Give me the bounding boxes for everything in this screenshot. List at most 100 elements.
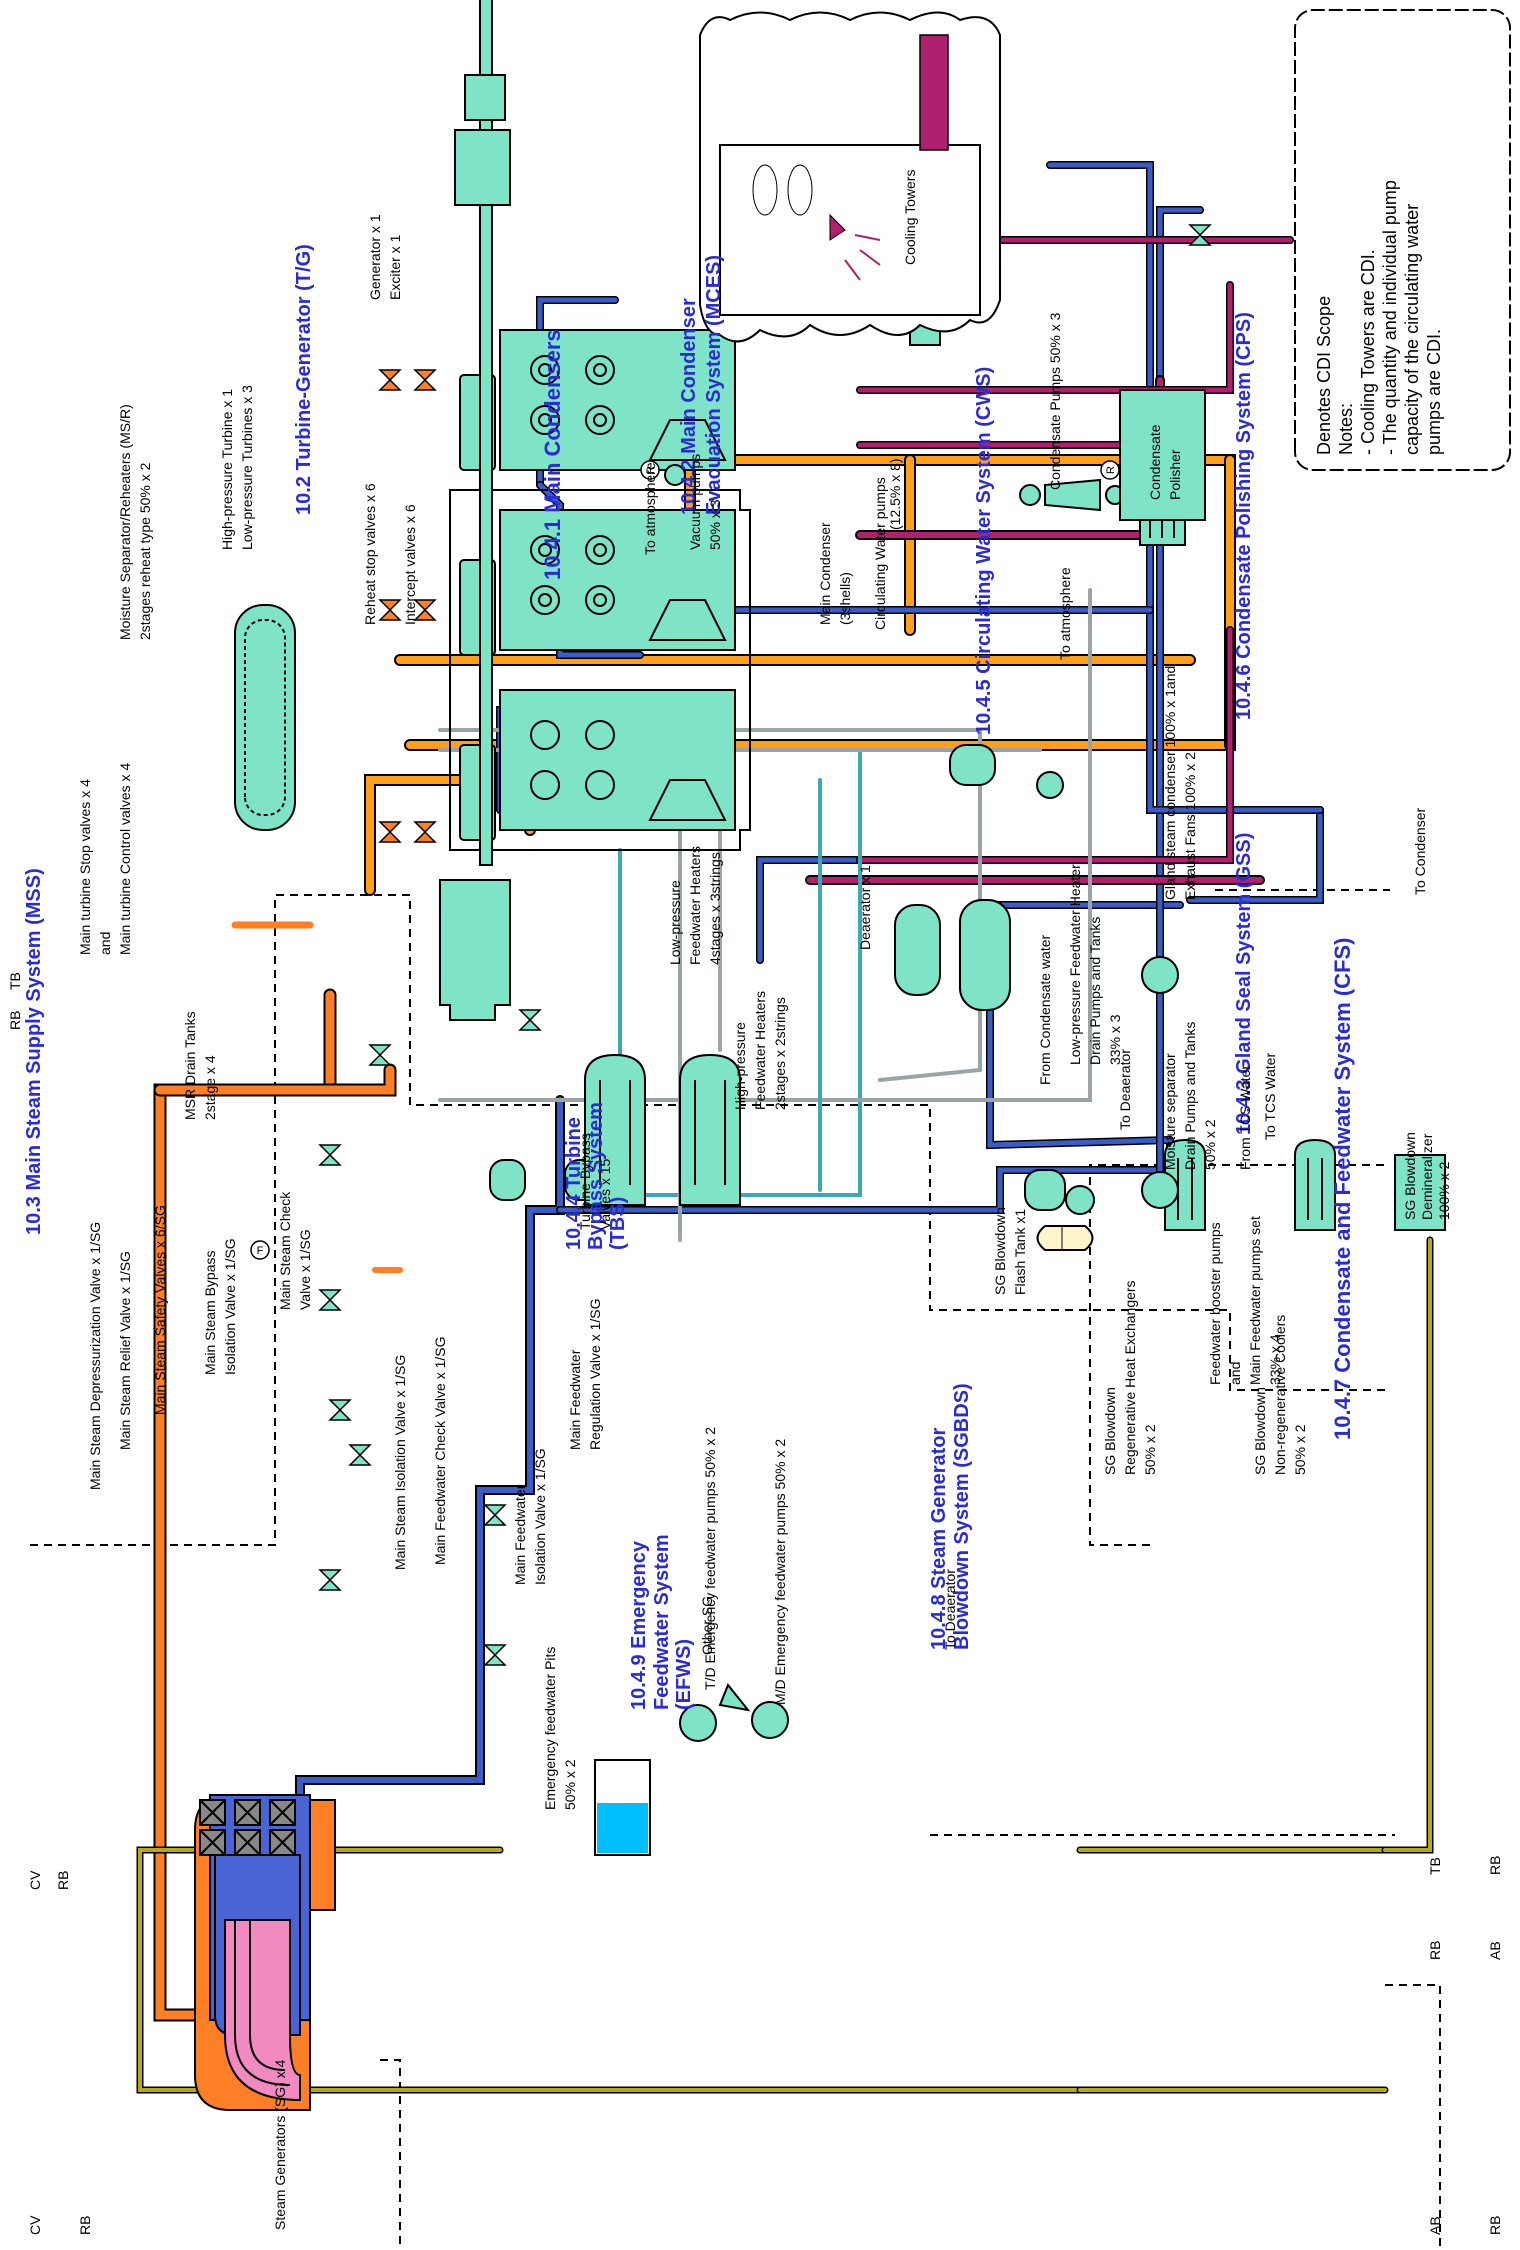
label-other-sg: Other SG — [699, 1596, 715, 1655]
label-to-tcs: To TCS Water — [1262, 1053, 1278, 1140]
label-demin-1: SG Blowdown — [1402, 1132, 1418, 1220]
title-sgbds-2: Blowdown System (SGBDS) — [951, 1383, 973, 1650]
label-lp-fwh-3: 4stages x 3strings — [707, 852, 723, 965]
label-efw-pits-1: Emergency feedwater Pits — [542, 1647, 558, 1810]
label-tbv-2: Valves x 15 — [597, 1158, 613, 1230]
label-mfiv-2: Isolation Valve x 1/SG — [532, 1448, 548, 1585]
label-td-efw: T/D Emergency feedwater pumps 50% x 2 — [702, 1427, 718, 1690]
label-exciter: Exciter x 1 — [387, 234, 403, 300]
tag-ab-2: AB — [1487, 1941, 1503, 1960]
title-mces-1: 10.4.2 Main Condenser — [678, 298, 700, 515]
title-efws-2: Feedwater System — [651, 1534, 673, 1710]
label-gsc-2: Exhaust Fans 100% x 2 — [1182, 752, 1198, 900]
label-ms-drain-1: Moisture separator — [1162, 1053, 1178, 1170]
tag-rb-6: RB — [1487, 1856, 1503, 1875]
label-mtsv-2: and — [97, 932, 113, 955]
main-condensers — [499, 329, 736, 831]
label-regen-2: Regenerative Heat Exchangers — [1122, 1280, 1138, 1475]
condenser-tube-bundles — [530, 355, 615, 800]
title-sgbds-1: 10.4.8 Steam Generator — [928, 1427, 950, 1650]
label-hp-turbine: High-pressure Turbine x 1 — [219, 389, 235, 550]
label-mtsv-1: Main turbine Stop valves x 4 — [77, 779, 93, 955]
title-cws: 10.4.5 Circulating Water System (CWS) — [973, 367, 995, 735]
flow-element-label: F — [257, 1245, 264, 1257]
label-msbiv-1: Main Steam Bypass — [202, 1251, 218, 1376]
label-md-efw: M/D Emergency feedwater pumps 50% x 2 — [772, 1439, 788, 1705]
label-to-atm-1: To atmosphere — [642, 462, 658, 555]
label-fw-pumps-3: Main Feedwater pumps set — [1247, 1216, 1263, 1385]
label-lp-fwh-1: Low-pressure — [667, 880, 683, 965]
label-msiv: Main Steam Isolation Valve x 1/SG — [392, 1355, 408, 1570]
generator-exciter — [454, 74, 511, 206]
label-hp-fwh-1: High-pressure — [732, 1022, 748, 1110]
valves — [318, 224, 1212, 1666]
label-tbv-1: Turbine Bypass — [577, 1133, 593, 1230]
label-to-deaerator-1: To Deaerator — [942, 1569, 958, 1650]
label-main-cond-2: (3shells) — [837, 572, 853, 625]
notes-box: Denotes CDI Scope Notes: - Cooling Tower… — [1294, 9, 1511, 471]
label-vac-1: Vacuum pumps — [687, 454, 703, 550]
tag-rb-4: RB — [1487, 2216, 1503, 2235]
label-from-tcs: From TCS Water — [1237, 1065, 1253, 1170]
label-vac-2: 50% x 3 — [707, 499, 723, 550]
label-mfrv-1: Main Feedwater — [567, 1349, 583, 1450]
label-lp-turbine: Low-pressure Turbines x 3 — [239, 385, 255, 550]
nonregen-coolers — [1294, 1138, 1336, 1231]
title-tbs-1: 10.4.4 Turbine — [563, 1117, 585, 1250]
label-msr-1: Moisture Separator/Reheaters (MS/R) — [117, 404, 133, 640]
label-mscv-1: Main Steam Check — [277, 1191, 293, 1310]
title-mss: 10.3 Main Steam Supply System (MSS) — [23, 868, 45, 1235]
notes-line-2: - The quantity and individual pump — [1380, 180, 1400, 455]
label-polisher-2: Polisher — [1167, 449, 1183, 500]
condensate-pumps — [1019, 478, 1101, 512]
label-mfiv-1: Main Feedwater — [512, 1484, 528, 1585]
hp-turbine — [439, 879, 511, 1021]
equipment-labels: Generator x 1 Exciter x 1 Reheat stop va… — [77, 170, 1452, 2230]
label-demin-3: 100% x 2 — [1436, 1161, 1452, 1220]
label-msr-drain-1: MSR Drain Tanks — [182, 1011, 198, 1120]
area-tags: CV RB CV RB RB TB RB AB AB RB RB TB — [7, 972, 1503, 2235]
r-symbol-label-1: R — [645, 466, 657, 474]
label-lp-drain-3: 33% x 3 — [1107, 1014, 1123, 1065]
tag-tb-2: TB — [1427, 1857, 1443, 1875]
tag-rb-2: RB — [55, 1871, 71, 1890]
moisture-separator-reheaters — [234, 604, 296, 831]
notes-line-4: pumps are CDI. — [1424, 329, 1444, 455]
label-cooling-towers: Cooling Towers — [902, 170, 918, 265]
tag-rb-5: RB — [1427, 1941, 1443, 1960]
title-cps: 10.4.6 Condensate Polishing System (CPS) — [1233, 312, 1255, 720]
label-demin-2: Demineralizer — [1419, 1133, 1435, 1220]
label-nonregen-1: SG Blowdown — [1252, 1387, 1268, 1475]
label-lp-fwh-2: Feedwater Heaters — [687, 846, 703, 965]
title-efws-3: (EFWS) — [673, 1639, 695, 1710]
deaerator — [894, 899, 1011, 1011]
label-nonregen-3: 50% x 2 — [1292, 1424, 1308, 1475]
label-mtsv-3: Main turbine Control valves x 4 — [117, 763, 133, 955]
label-mscv-2: Valve x 1/SG — [297, 1229, 313, 1310]
label-to-condenser: To Condenser — [1412, 807, 1428, 895]
label-mfcv: Main Feedwater Check Valve x 1/SG — [432, 1336, 448, 1565]
title-mces-2: Evacuation System (MCES) — [703, 255, 725, 515]
tag-rb-3: RB — [7, 1011, 23, 1030]
td-efw-pump — [679, 1683, 751, 1742]
title-tg: 10.2 Turbine-Generator (T/G) — [293, 244, 315, 515]
label-to-atm-2: To atmosphere — [1057, 567, 1073, 660]
label-mfrv-2: Regulation Valve x 1/SG — [587, 1299, 603, 1451]
efw-pit — [594, 1759, 651, 1856]
label-iv: Intercept valves x 6 — [402, 504, 418, 625]
notes-line-3: capacity of the circulating water — [1402, 204, 1422, 455]
label-msr-drain-2: 2stage x 4 — [202, 1055, 218, 1120]
label-msbiv-2: Isolation Valve x 1/SG — [222, 1238, 238, 1375]
feedwater-pumps — [1065, 956, 1179, 1215]
label-cond-pumps: Condensate Pumps 50% x 3 — [1047, 312, 1063, 490]
label-msdv: Main Steam Depressurization Valve x 1/SG — [87, 1222, 103, 1490]
label-lp-drain-1: Low-pressure Feedwater Heater — [1067, 864, 1083, 1065]
steam-generator — [194, 1794, 336, 2111]
label-fw-pumps-4: 33% x 4 — [1267, 1334, 1283, 1385]
label-fw-pumps-1: Feedwater booster pumps — [1207, 1222, 1223, 1385]
label-regen-1: SG Blowdown — [1102, 1387, 1118, 1475]
flow-element-f: F — [250, 1240, 270, 1260]
